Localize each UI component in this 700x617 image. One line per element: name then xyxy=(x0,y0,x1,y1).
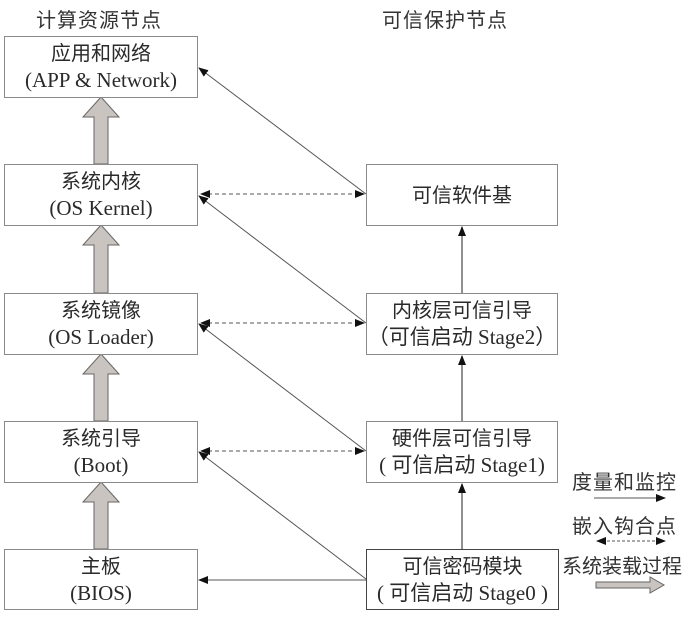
node-label-zh: 应用和网络 xyxy=(51,41,151,65)
node-trusted-software-base: 可信软件基 xyxy=(366,164,558,226)
node-label-en: (OS Kernel) xyxy=(49,196,153,220)
node-label-zh: 内核层可信引导 xyxy=(392,298,532,322)
legend-load-arrow-icon xyxy=(595,576,666,594)
measure-arrow xyxy=(198,67,367,195)
measure-arrow xyxy=(198,451,367,580)
load-arrow xyxy=(81,224,121,294)
legend-measure-label: 度量和监控 xyxy=(572,470,677,494)
node-label-zh: 可信密码模块 xyxy=(402,553,523,578)
node-boot: 系统引导 (Boot) xyxy=(4,421,198,483)
node-bios: 主板 (BIOS) xyxy=(4,549,198,610)
node-app-network: 应用和网络 (APP & Network) xyxy=(4,36,198,98)
node-trusted-crypto-module: 可信密码模块 ( 可信启动 Stage0 ) xyxy=(366,549,559,610)
node-label-en: (APP & Network) xyxy=(24,68,178,92)
legend-load-label: 系统装载过程 xyxy=(562,554,682,578)
node-label-zh: 系统镜像 xyxy=(61,298,141,322)
node-label-en: (BIOS) xyxy=(70,580,132,605)
node-label-en: ( 可信启动 Stage0 ) xyxy=(377,580,548,605)
node-hardware-trusted-boot: 硬件层可信引导 ( 可信启动 Stage1) xyxy=(366,421,558,483)
node-label-zh: 系统内核 xyxy=(61,169,141,193)
node-os-kernel: 系统内核 (OS Kernel) xyxy=(4,164,198,226)
node-label-en: （可信启动 Stage2） xyxy=(367,325,557,349)
compute-nodes-header: 计算资源节点 xyxy=(36,8,162,32)
node-label-en: (OS Loader) xyxy=(48,325,154,349)
node-kernel-trusted-boot: 内核层可信引导 （可信启动 Stage2） xyxy=(366,293,558,355)
trust-nodes-header: 可信保护节点 xyxy=(382,8,508,32)
node-label-zh: 主板 xyxy=(81,553,121,578)
legend-hook-label: 嵌入钩合点 xyxy=(572,514,677,538)
node-label-zh: 可信软件基 xyxy=(412,182,512,207)
node-label-zh: 硬件层可信引导 xyxy=(392,426,532,450)
node-label-en: (Boot) xyxy=(73,453,129,477)
node-os-loader: 系统镜像 (OS Loader) xyxy=(4,293,198,355)
load-arrow xyxy=(81,353,121,422)
load-arrow xyxy=(81,481,121,550)
measure-arrow xyxy=(198,323,367,452)
load-arrow xyxy=(81,96,121,165)
measure-arrow xyxy=(198,195,367,324)
node-label-zh: 系统引导 xyxy=(61,426,141,450)
node-label-en: ( 可信启动 Stage1) xyxy=(379,453,545,477)
